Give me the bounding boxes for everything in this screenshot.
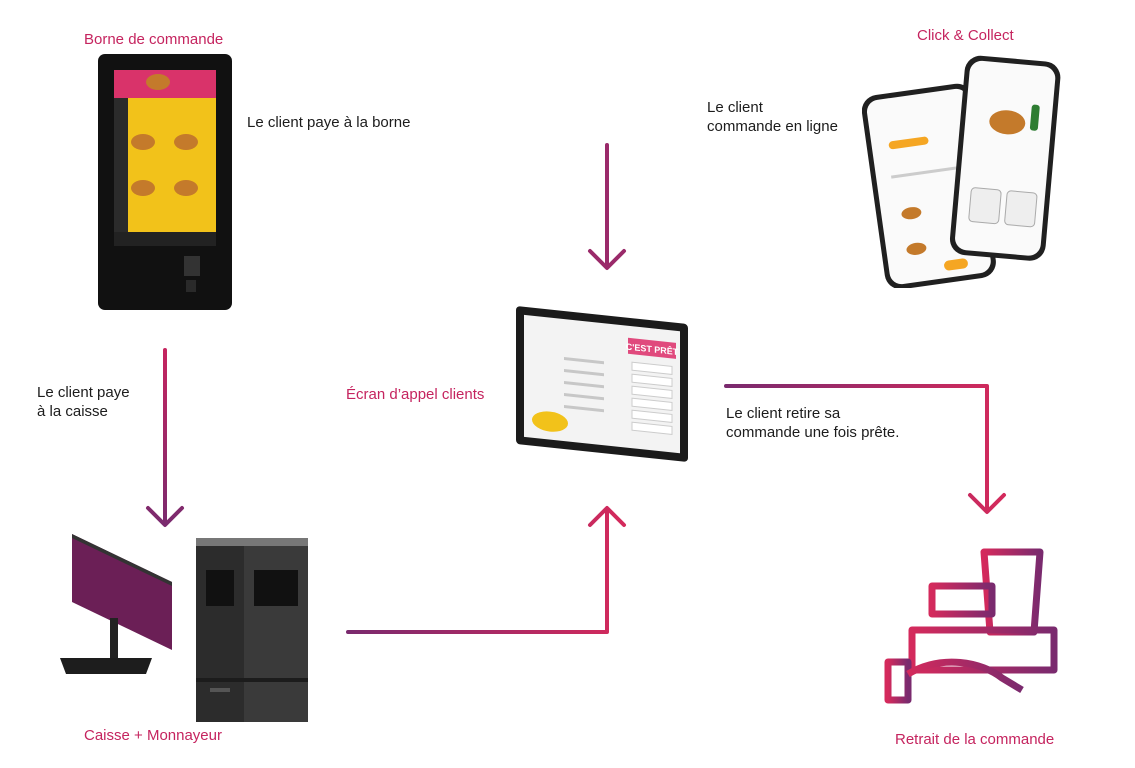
register-pays-label-2: à la caisse: [37, 403, 108, 420]
kiosk-pays-label: Le client paye à la borne: [247, 114, 411, 131]
phones-image: [862, 55, 1061, 288]
pickup-label-1: Le client retire sa: [726, 405, 841, 422]
kiosk-title: Borne de commande: [84, 31, 224, 48]
caller-screen-title: Écran d’appel clients: [346, 386, 485, 403]
pos-title: Caisse + Monnayeur: [84, 727, 222, 744]
pickup-title: Retrait de la commande: [895, 731, 1055, 748]
down-arrow-register: [146, 348, 184, 527]
kiosk-device-image: [98, 54, 232, 310]
pickup-bag-icon: [884, 548, 1058, 704]
pickup-label-2: commande une fois prête.: [726, 424, 900, 441]
online-order-label-1: Le client: [707, 99, 763, 116]
online-order-label-2: commande en ligne: [707, 118, 838, 135]
register-to-screen-arrow: [346, 506, 626, 634]
pos-device-image: [60, 534, 308, 722]
down-arrow-screen: [588, 143, 626, 270]
caller-screen-image: C'EST PRÊT: [516, 306, 688, 462]
screen-to-pickup-arrow: [724, 384, 1006, 514]
click-collect-title: Click & Collect: [917, 27, 1014, 44]
register-pays-label-1: Le client paye: [37, 384, 130, 401]
